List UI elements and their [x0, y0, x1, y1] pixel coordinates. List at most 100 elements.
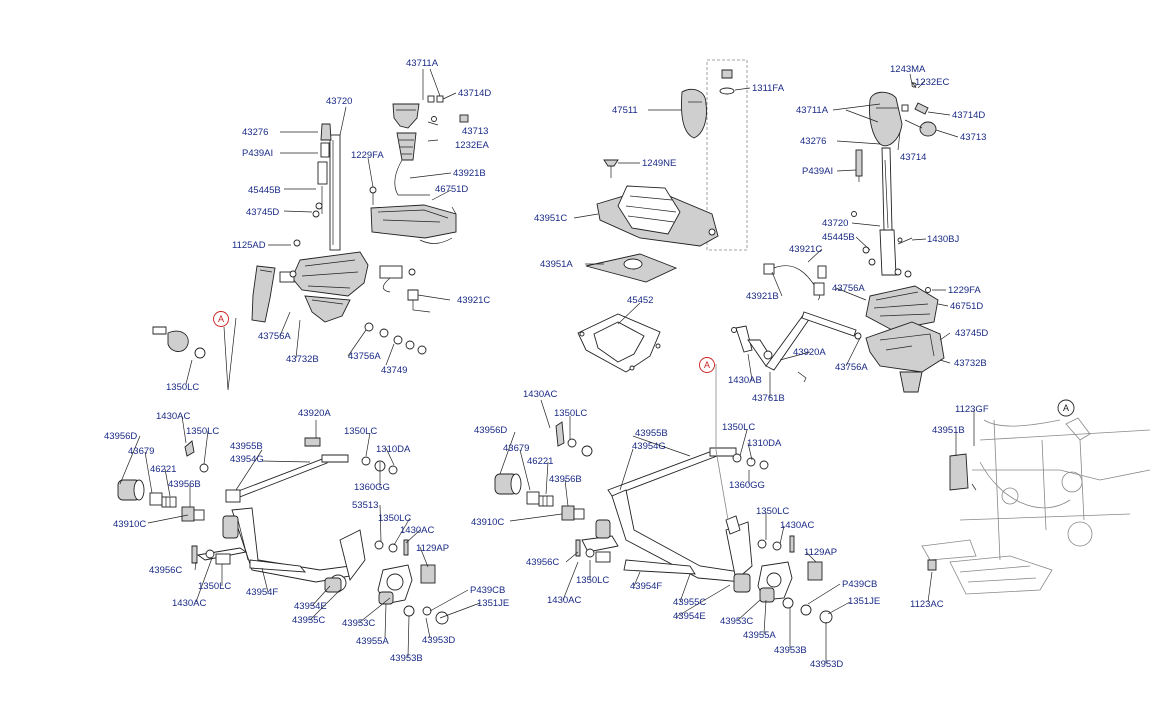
part-label: 43720 — [822, 218, 848, 229]
part-label: 43951B — [932, 425, 965, 436]
part-label: 1360GG — [729, 480, 765, 491]
part-label: 43956D — [104, 431, 137, 442]
part-label: 43921B — [453, 168, 486, 179]
part-label: 43714D — [458, 88, 491, 99]
part-label: 1129AP — [416, 543, 449, 554]
part-label: 43276 — [242, 127, 268, 138]
part-label: 43956C — [149, 565, 182, 576]
right-shift-assembly — [715, 81, 1151, 595]
part-label: P439CB — [470, 585, 505, 596]
part-label: 43921C — [457, 295, 490, 306]
part-label: 43756A — [258, 331, 291, 342]
part-label: 43910C — [471, 517, 504, 528]
part-label: 1249NE — [642, 158, 676, 169]
marker-a-middle: A — [699, 357, 715, 373]
part-label: 43732B — [954, 358, 987, 369]
part-label: 1430BJ — [927, 234, 959, 245]
part-label: 1350LC — [554, 408, 587, 419]
part-label: 1360GG — [354, 482, 390, 493]
part-label: 43761B — [752, 393, 785, 404]
part-label: 1430AC — [172, 598, 206, 609]
part-label: 43956D — [474, 425, 507, 436]
part-label: 43711A — [796, 105, 829, 116]
part-label: 53513 — [352, 500, 378, 511]
right-leader-lines — [747, 73, 975, 603]
part-label: 1350LC — [344, 426, 377, 437]
part-label: 43749 — [381, 365, 407, 376]
part-label: 46751D — [950, 301, 983, 312]
part-label: 43953B — [390, 653, 423, 664]
part-label: 1350LC — [166, 382, 199, 393]
middle-labels: 1311FA 47511 1249NE 43951C 43951A 45452 … — [471, 83, 880, 670]
part-label: 1350LC — [378, 513, 411, 524]
svg-text:A: A — [1063, 403, 1069, 413]
part-label: 43732B — [286, 354, 319, 365]
part-label: 43910C — [113, 519, 146, 530]
svg-text:A: A — [704, 360, 710, 370]
part-label: 43951C — [534, 213, 567, 224]
right-labels: 1243MA 1232EC 43711A 43714D 43276 43713 … — [728, 64, 989, 610]
part-label: 43953C — [720, 616, 753, 627]
part-label: 1310DA — [747, 438, 782, 449]
part-label: 1125AD — [232, 240, 266, 251]
part-label: P439AI — [802, 166, 833, 177]
part-label: 1123GF — [955, 404, 989, 415]
part-label: 43679 — [128, 446, 154, 457]
part-label: 43955C — [292, 615, 325, 626]
part-label: 43954E — [294, 601, 327, 612]
part-label: 43756A — [835, 362, 868, 373]
part-label: 43954F — [630, 581, 662, 592]
part-label: 1350LC — [186, 426, 219, 437]
part-label: P439CB — [842, 579, 877, 590]
part-label: 1430AC — [400, 525, 434, 536]
left-shift-assembly — [117, 95, 469, 625]
part-label: 1430AC — [156, 411, 190, 422]
part-label: 43953B — [774, 645, 807, 656]
part-label: 43921B — [746, 291, 779, 302]
part-label: 1350LC — [198, 581, 231, 592]
part-label: 1350LC — [576, 575, 609, 586]
part-label: 1229FA — [948, 285, 981, 296]
part-label: 45452 — [627, 295, 653, 306]
svg-text:A: A — [218, 314, 224, 324]
middle-leader-lines — [499, 87, 851, 663]
part-label: 1232EA — [455, 140, 489, 151]
part-label: 1430AC — [523, 389, 557, 400]
part-label: 43951A — [540, 259, 573, 270]
part-label: 1430AC — [780, 520, 814, 531]
part-label: 46751D — [435, 184, 468, 195]
part-label: 43756A — [348, 351, 381, 362]
part-label: 43920A — [298, 408, 331, 419]
middle-assembly — [494, 59, 833, 624]
part-label: 1232EC — [915, 77, 949, 88]
part-label: 1229FA — [351, 150, 384, 161]
part-label: 43745D — [955, 328, 988, 339]
left-labels: 43711A 43714D 43720 43276 43713 1232EA P… — [104, 58, 509, 664]
part-label: 43955A — [743, 630, 776, 641]
part-label: 43953D — [422, 635, 455, 646]
part-label: 45445B — [248, 185, 281, 196]
part-label: 46221 — [150, 464, 176, 475]
part-label: 43954G — [632, 441, 666, 452]
part-label: 1350LC — [722, 422, 755, 433]
part-label: 43679 — [503, 443, 529, 454]
part-label: 1311FA — [752, 83, 785, 94]
part-label: 43920A — [793, 347, 826, 358]
part-label: 1350LC — [756, 506, 789, 517]
part-label: 43955A — [356, 636, 389, 647]
part-label: 43756A — [832, 283, 865, 294]
part-label: 1430AC — [547, 595, 581, 606]
marker-a-right: A — [1057, 399, 1075, 417]
part-label: 1351JE — [477, 598, 509, 609]
part-label: 47511 — [612, 105, 638, 116]
part-label: 45445B — [822, 232, 855, 243]
part-label: 43954G — [230, 454, 264, 465]
part-label: 1351JE — [848, 596, 880, 607]
part-label: 43954F — [246, 587, 278, 598]
part-label: 43953C — [342, 618, 375, 629]
part-label: 43921C — [789, 244, 822, 255]
marker-a-left: A — [213, 311, 237, 391]
part-label: 43745D — [246, 207, 279, 218]
part-label: 43955C — [673, 597, 706, 608]
